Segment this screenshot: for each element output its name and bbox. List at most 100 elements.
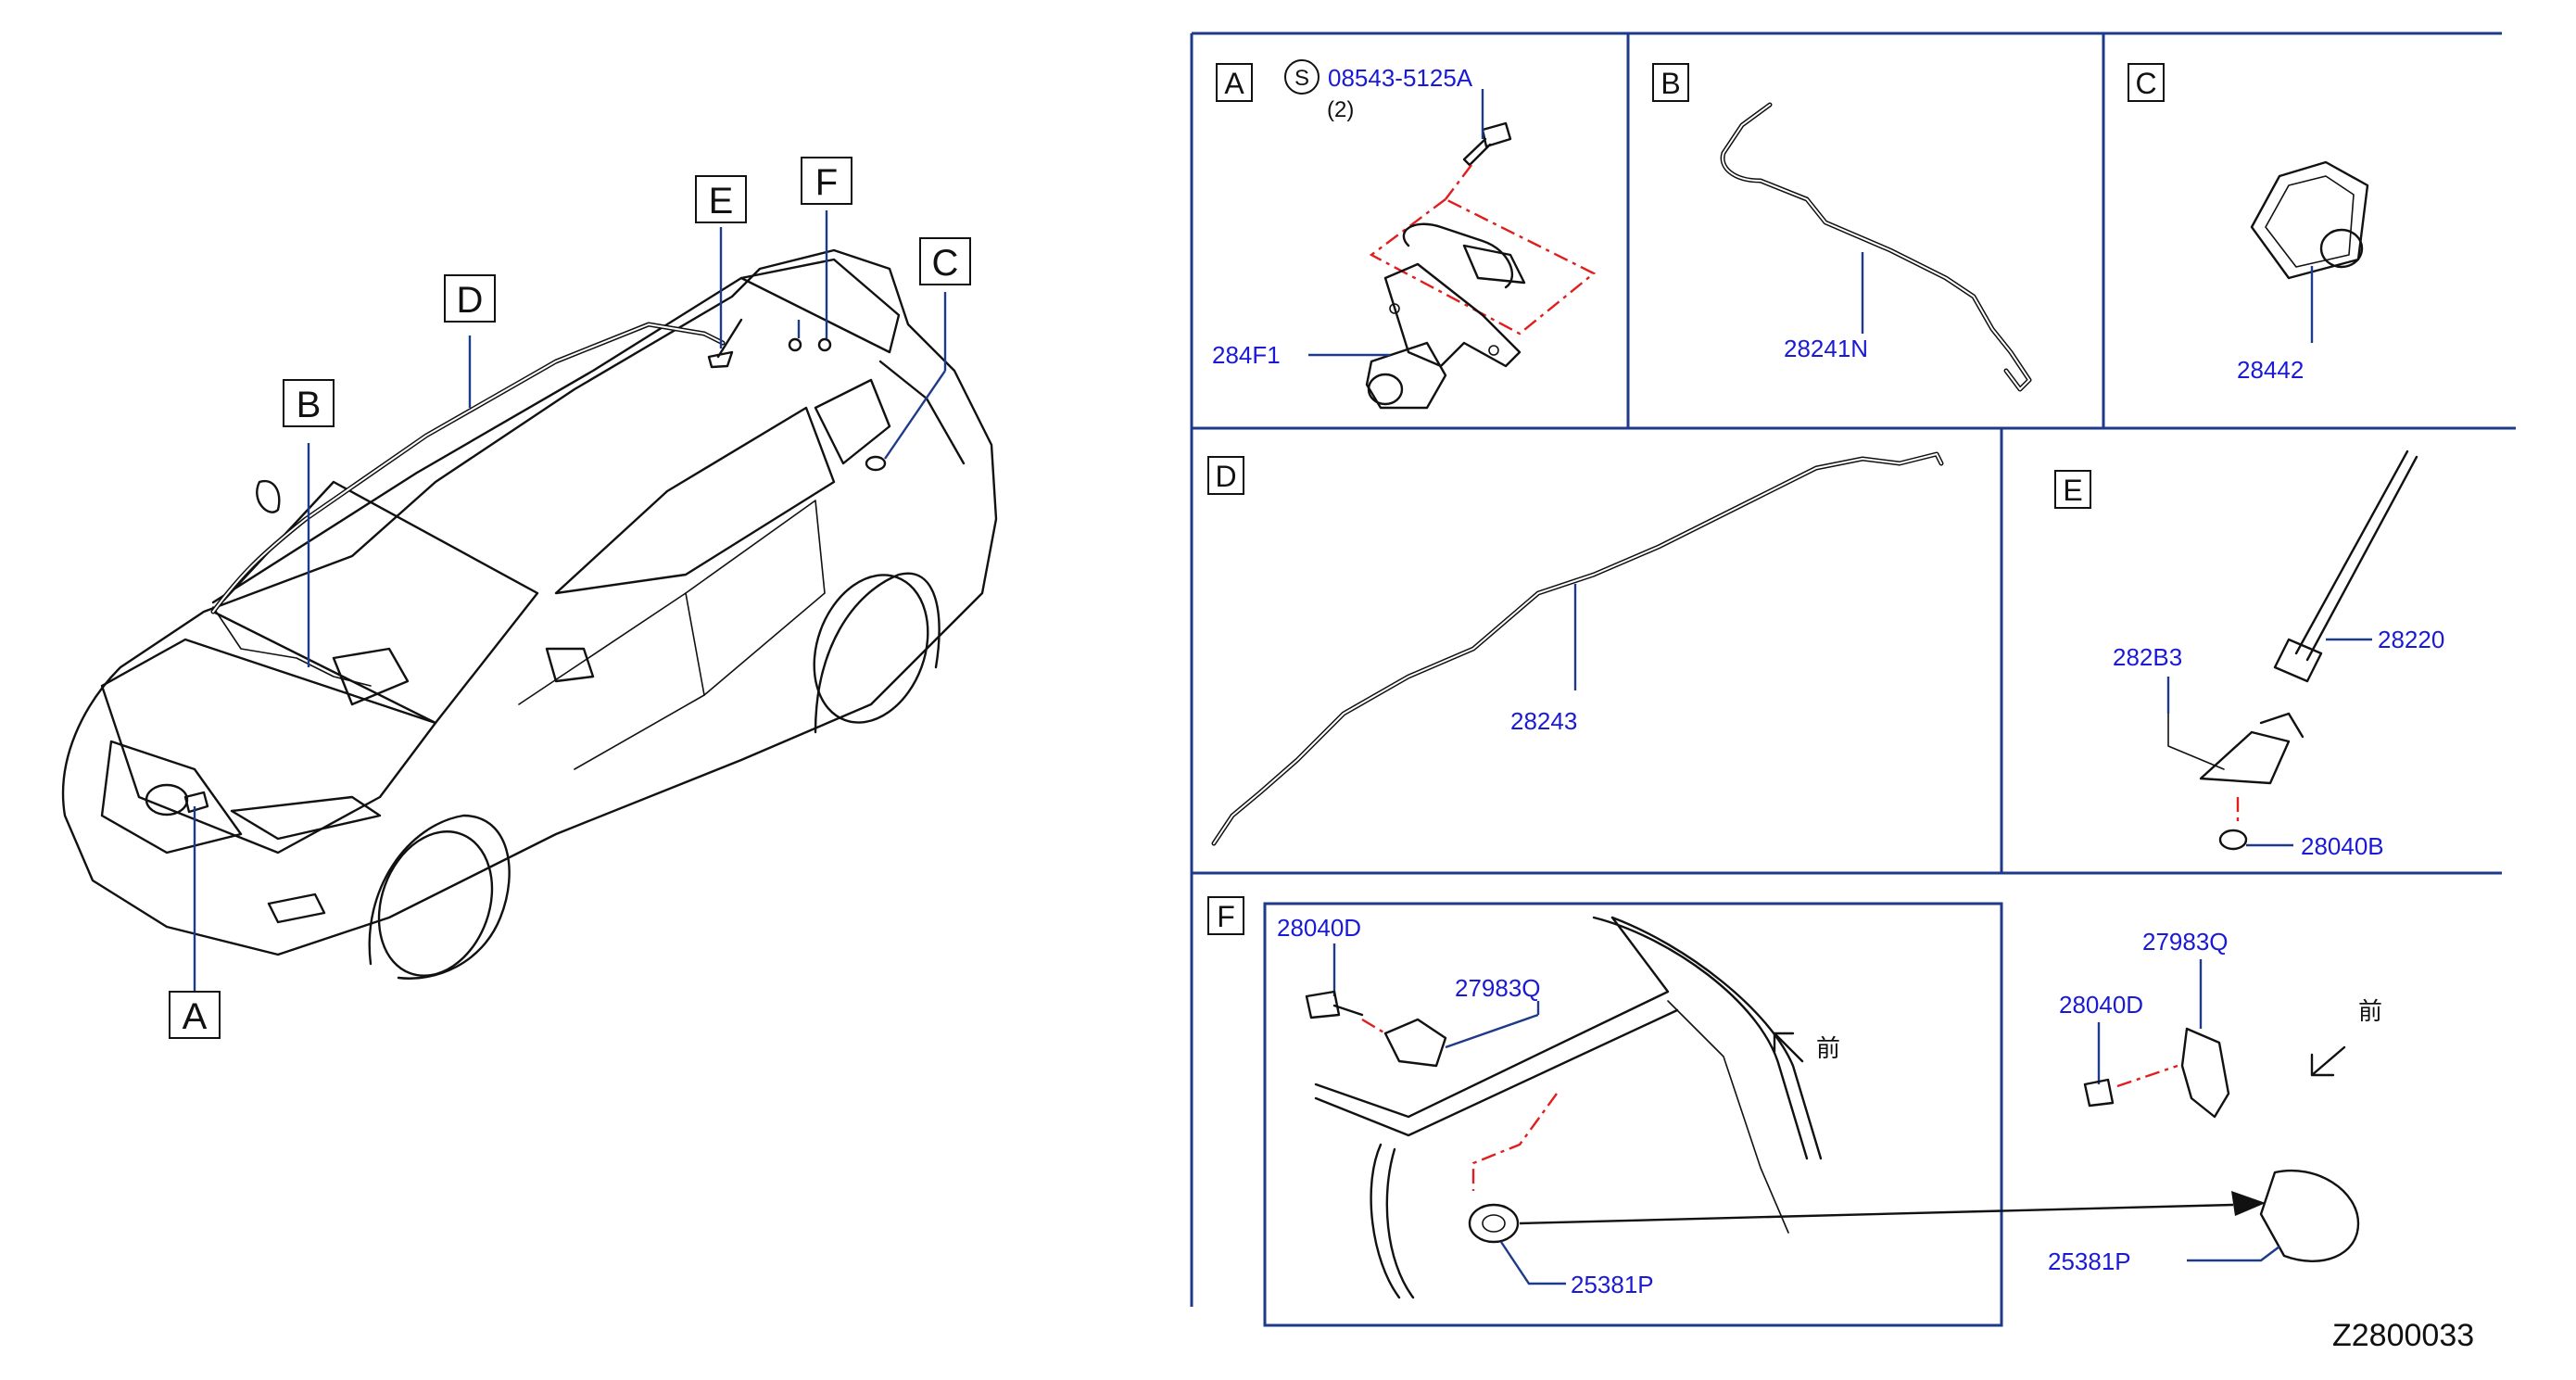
camera-28442-icon xyxy=(2250,160,2369,280)
harness-28243-icon xyxy=(1211,451,1944,846)
callout-box-c xyxy=(919,237,971,285)
panel-a-dash-outline xyxy=(1369,197,1597,336)
panel-a: A S 08543-5125A (2) 284F1 xyxy=(1212,59,1597,410)
part-27983Q-inset[interactable]: 27983Q xyxy=(1455,974,1541,1002)
part-28442[interactable]: 28442 xyxy=(2237,356,2304,384)
grommet-detail-arrow xyxy=(1519,1203,2234,1225)
car-overview: A B D E F C xyxy=(61,157,998,1039)
car-antenna-rod xyxy=(716,318,743,359)
callout-e: E xyxy=(709,181,734,222)
part-28040D-detail[interactable]: 28040D xyxy=(2059,991,2143,1019)
car-windshield xyxy=(211,480,539,725)
part-282B3[interactable]: 282B3 xyxy=(2113,643,2182,671)
part-28241N[interactable]: 28241N xyxy=(1784,335,1868,362)
panel-d: D 28243 xyxy=(1207,451,1944,846)
car-sensor-f2 xyxy=(817,337,832,352)
panel-d-box xyxy=(1207,456,1244,495)
panel-a-dash-bolt xyxy=(1445,164,1472,200)
car-rear-door xyxy=(685,500,826,696)
detail-dash-bolt xyxy=(2116,1064,2178,1088)
camera-lens-icon xyxy=(1367,373,1404,406)
car-rear-wheel xyxy=(813,574,929,724)
car-rear-spoiler xyxy=(739,258,901,354)
camera-connector-icon xyxy=(1462,244,1526,285)
bolt-08543-5125A-icon xyxy=(1462,121,1512,167)
car-wiper-mirror xyxy=(256,479,281,513)
panel-c: C 28442 xyxy=(2128,63,2369,384)
sensor-27983Q-detail-icon xyxy=(2180,1027,2230,1119)
panel-c-letter: C xyxy=(2135,67,2156,100)
bolt-quantity: (2) xyxy=(1327,97,1354,122)
grommet-inset-inner xyxy=(1482,1214,1506,1233)
panel-f: F 28040D 27983Q 前 25381P 27983Q 28 xyxy=(1207,896,2382,1327)
panel-d-letter: D xyxy=(1215,460,1236,493)
part-25381P-inset[interactable]: 25381P xyxy=(1571,1271,1654,1298)
panel-b-letter: B xyxy=(1661,67,1680,100)
camera-284F1-icon xyxy=(1365,341,1447,410)
panel-a-box xyxy=(1216,63,1253,102)
part-28040B[interactable]: 28040B xyxy=(2301,832,2384,860)
car-front-door xyxy=(518,592,705,770)
car-rear-wheel-arch xyxy=(814,572,941,734)
inset-tailgate-frame xyxy=(1592,916,1823,1160)
callout-box-d xyxy=(444,274,496,323)
panel-f-letter: F xyxy=(1217,900,1235,933)
grommet-25381P-detail-icon xyxy=(2259,1169,2360,1262)
antenna-rod-28220-icon xyxy=(2294,449,2418,662)
grommet-25381P-inset-icon xyxy=(1468,1203,1520,1244)
callout-c: C xyxy=(932,243,959,284)
panel-f-box xyxy=(1207,896,1244,935)
car-front-wheel xyxy=(377,830,494,977)
service-symbol-circle xyxy=(1284,59,1320,95)
panel-b: B 28241N xyxy=(1652,63,2032,392)
panel-e-letter: E xyxy=(2063,474,2082,507)
front-mark-inset: 前 xyxy=(1816,1034,1840,1062)
panel-f-inset-frame xyxy=(1263,902,2003,1327)
panel-e-box xyxy=(2054,470,2091,509)
car-roofline xyxy=(211,276,743,604)
car-emblem xyxy=(145,783,189,817)
car-camera-module-b xyxy=(332,647,410,706)
callout-b: B xyxy=(297,385,322,425)
front-arrow-inset-icon xyxy=(1773,1032,1804,1063)
camera-bracket xyxy=(1383,262,1522,368)
inset-inner-frame xyxy=(1667,1000,1789,1234)
harness-28243-core xyxy=(1213,453,1942,844)
nut-28040B-icon xyxy=(2218,829,2248,851)
car-side-window-rear xyxy=(814,378,891,465)
car-fog-lamp xyxy=(267,893,326,924)
car-hood xyxy=(100,638,437,855)
panel-e: E 28220 282B3 28040B xyxy=(2054,449,2444,860)
part-28220[interactable]: 28220 xyxy=(2378,626,2444,653)
part-27983Q-detail[interactable]: 27983Q xyxy=(2142,928,2229,956)
inset-roof-rail xyxy=(1314,916,1679,1137)
part-08543-5125A[interactable]: 08543-5125A xyxy=(1328,64,1473,92)
part-28243[interactable]: 28243 xyxy=(1510,707,1577,735)
harness-d-in-car xyxy=(210,322,726,614)
car-headlamp xyxy=(230,795,382,841)
panel-grid xyxy=(1190,32,2516,1307)
bracket-hole-1 xyxy=(1389,303,1400,314)
part-284F1[interactable]: 284F1 xyxy=(1212,341,1281,369)
car-body-outline xyxy=(61,248,998,956)
leader-c2 xyxy=(884,370,946,460)
harness-28241N-icon xyxy=(1720,102,2032,392)
part-28040D-inset[interactable]: 28040D xyxy=(1277,914,1361,942)
callout-d: D xyxy=(457,280,484,321)
sensor-27983Q-inset-icon xyxy=(1383,1018,1447,1068)
part-25381P-detail[interactable]: 25381P xyxy=(2048,1247,2131,1275)
grommet-detail-arrowhead xyxy=(2231,1191,2266,1216)
panel-b-box xyxy=(1652,63,1689,102)
car-side-window-front xyxy=(554,406,836,595)
bolt-28040D-inset-icon xyxy=(1305,990,1364,1019)
inset-pillar xyxy=(1370,1143,1415,1299)
front-mark-detail: 前 xyxy=(2358,997,2382,1025)
panel-c-box xyxy=(2128,63,2165,102)
inset-dash-grommet xyxy=(1471,1093,1558,1191)
bolt-28040D-detail-icon xyxy=(2083,1078,2115,1108)
leader-282B3 xyxy=(2167,713,2225,770)
callout-box-e xyxy=(695,175,747,223)
car-front-wheel-arch xyxy=(368,814,511,980)
